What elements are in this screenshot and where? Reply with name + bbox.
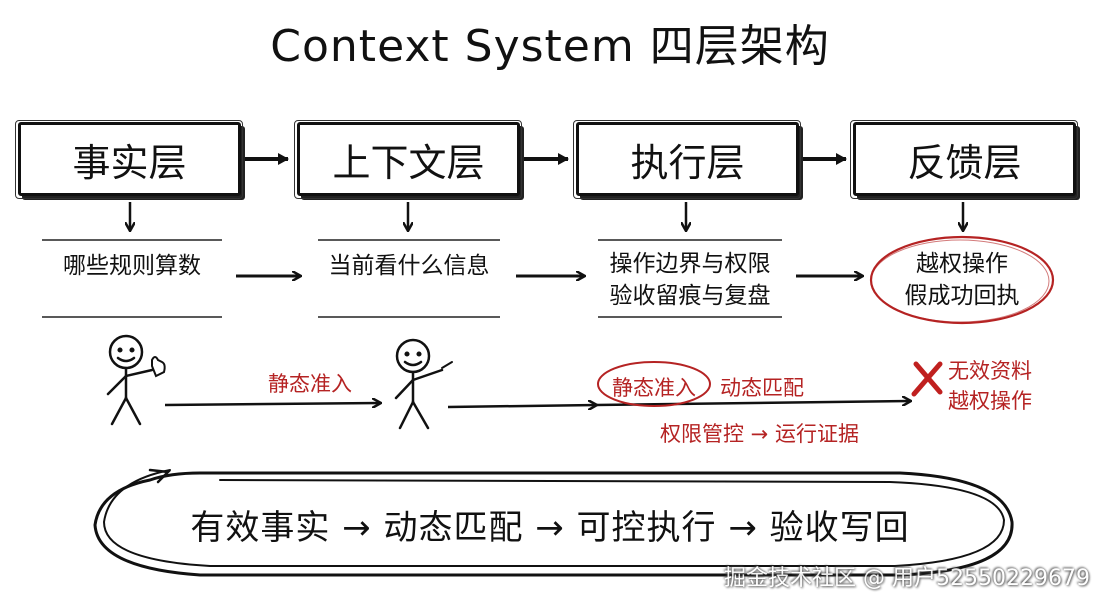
layer-desc-context: 当前看什么信息: [318, 250, 500, 282]
desc-line: 操作边界与权限: [609, 251, 771, 277]
desc-line: 当前看什么信息: [328, 253, 490, 279]
layer-box-context: 上下文层: [294, 120, 522, 199]
reject-x-icon: [911, 361, 943, 397]
failure-item: 无效资料: [948, 359, 1032, 383]
pipeline-summary: 有效事实 → 动态匹配 → 可控执行 → 验收写回: [190, 508, 910, 548]
layer-box-execution: 执行层: [573, 120, 801, 199]
flow-label-static-access: 静态准入: [268, 372, 352, 396]
desc-line: 假成功回执: [904, 283, 1020, 309]
static-access-highlight-ellipse: [597, 361, 711, 407]
pipeline-loop: [93, 468, 1014, 577]
diagram-title: Context System 四层架构: [270, 21, 830, 72]
desc-line: 验收留痕与复盘: [609, 283, 771, 309]
layer-label-feedback: 反馈层: [907, 140, 1022, 185]
layer-desc-fact: 哪些规则算数: [42, 250, 222, 282]
layer-desc-execution: 操作边界与权限 验收留痕与复盘: [598, 248, 782, 312]
watermark: 掘金技术社区 @ 用户52550229679: [724, 566, 1090, 591]
flow-label-permission-control: 权限管控 → 运行证据: [660, 422, 859, 446]
flow-label-static-access-circled: 静态准入: [612, 376, 696, 400]
stick-figure-pointing: [394, 338, 453, 430]
flow-failure-list: 无效资料 越权操作: [948, 356, 1032, 416]
layer-label-execution: 执行层: [630, 140, 745, 185]
desc-line: 越权操作: [916, 251, 1008, 277]
layer-down-arrows: [130, 202, 963, 230]
layer-label-context: 上下文层: [332, 140, 485, 185]
flow-label-dynamic-match: 动态匹配: [720, 376, 804, 400]
layer-label-fact: 事实层: [72, 140, 187, 185]
flow-arrows: [164, 401, 910, 407]
layer-box-feedback: 反馈层: [850, 120, 1078, 199]
failure-item: 越权操作: [948, 389, 1032, 413]
layer-desc-feedback: 越权操作 假成功回执: [872, 248, 1052, 312]
desc-separators: [42, 239, 782, 318]
stick-figure-thumbs-up: [106, 334, 166, 426]
layer-box-fact: 事实层: [15, 120, 243, 199]
desc-line: 哪些规则算数: [63, 253, 201, 279]
